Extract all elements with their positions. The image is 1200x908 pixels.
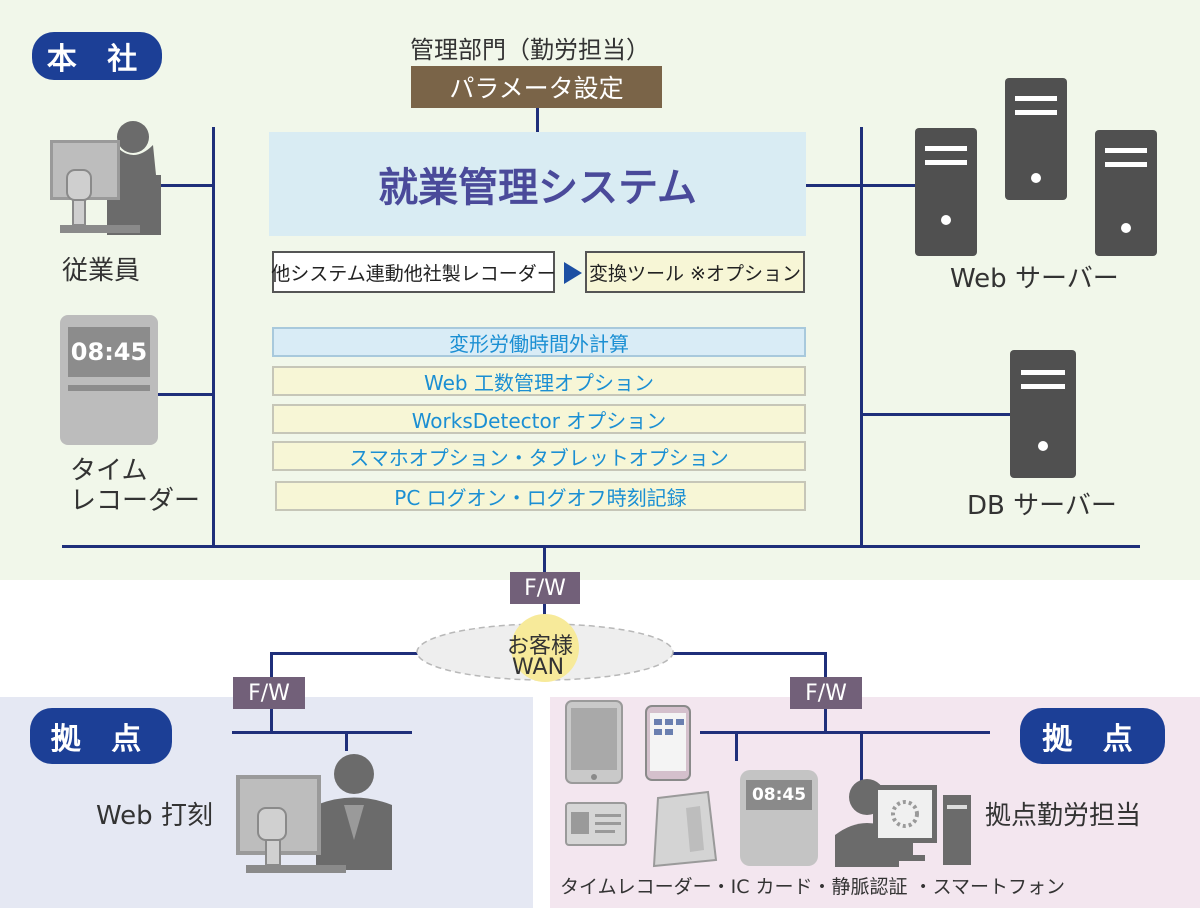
wan-label-2: WAN — [512, 655, 565, 680]
option-smartphone-tablet: スマホオプション・タブレットオプション — [272, 441, 806, 471]
left-branch-drop-line — [270, 652, 273, 682]
time-recorder-device: 08:45 — [60, 315, 158, 445]
devices-caption: タイムレコーダー・IC カード・静脈認証 ・スマートフォン — [560, 876, 1066, 898]
param-link-line — [536, 108, 539, 132]
branch-staff-pc-icon — [835, 779, 971, 867]
hq-badge: 本 社 — [32, 32, 162, 80]
recorder-link-line — [158, 393, 214, 396]
right-branch-fw-down-line — [824, 708, 827, 732]
left-branch-lan-line — [232, 731, 412, 734]
main-fw-up-line — [543, 547, 546, 572]
db-server-link-line — [860, 413, 1010, 416]
recorder-clock-display: 08:45 — [68, 327, 150, 377]
smartphone-icon — [645, 705, 691, 781]
option-worksdetector: WorksDetector オプション — [272, 404, 806, 434]
right-branch-badge: 拠 点 — [1020, 708, 1165, 764]
right-branch-drop-2 — [860, 731, 863, 781]
hq-backbone-line — [62, 545, 1140, 548]
web-server-label: Web サーバー — [950, 264, 1119, 294]
time-recorder-label-1: タイム — [70, 456, 148, 486]
wan-left-line — [270, 652, 445, 655]
recorder-slot — [68, 385, 150, 391]
other-system-box: 他システム連動他社製レコーダー — [271, 251, 556, 293]
right-branch-drop-line — [824, 652, 827, 682]
left-branch-pc-drop-line — [345, 731, 348, 751]
option-pc-logon: PC ログオン・ログオフ時刻記録 — [275, 481, 806, 511]
convert-tool-box: 変換ツール ※オプション — [585, 251, 805, 293]
hq-right-vertical-line — [860, 127, 863, 547]
ic-card-icon — [565, 802, 627, 846]
left-branch-firewall: F/W — [233, 677, 305, 709]
option-web-manhour: Web 工数管理オプション — [272, 366, 806, 396]
right-branch-firewall: F/W — [790, 677, 862, 709]
left-branch-fw-down-line — [270, 708, 273, 732]
main-firewall: F/W — [510, 572, 580, 604]
web-punch-label: Web 打刻 — [96, 801, 213, 831]
employee-pc-icon — [50, 121, 161, 235]
web-server-icon — [915, 78, 1157, 256]
right-branch-lan-line — [700, 731, 990, 734]
employee-label: 従業員 — [62, 256, 141, 286]
wan-cloud-icon — [416, 614, 674, 682]
hq-left-vertical-line — [212, 127, 215, 547]
branch-recorder-clock-display: 08:45 — [746, 780, 812, 810]
employee-link-line — [158, 184, 214, 187]
system-to-server-line — [806, 184, 916, 187]
arrow-right-icon — [564, 262, 582, 284]
web-punch-user-icon — [236, 754, 392, 873]
db-server-icon — [1010, 350, 1076, 478]
time-recorder-label-2: レコーダー — [70, 486, 201, 516]
wan-right-line — [645, 652, 827, 655]
branch-time-recorder-device: 08:45 — [740, 770, 818, 866]
option-overtime-calc: 変形労働時間外計算 — [272, 327, 806, 357]
param-setting-box: パラメータ設定 — [411, 66, 662, 108]
vein-auth-icon — [652, 790, 718, 868]
tablet-icon — [565, 700, 623, 784]
db-server-label: DB サーバー — [967, 491, 1117, 521]
left-branch-badge: 拠 点 — [30, 708, 172, 764]
branch-staff-label: 拠点勤労担当 — [985, 801, 1142, 831]
right-branch-drop-1 — [735, 731, 738, 761]
wan-label-1: お客様 — [507, 634, 574, 659]
management-dept-label: 管理部門（勤労担当） — [410, 36, 650, 64]
system-title-box: 就業管理システム — [269, 132, 806, 236]
